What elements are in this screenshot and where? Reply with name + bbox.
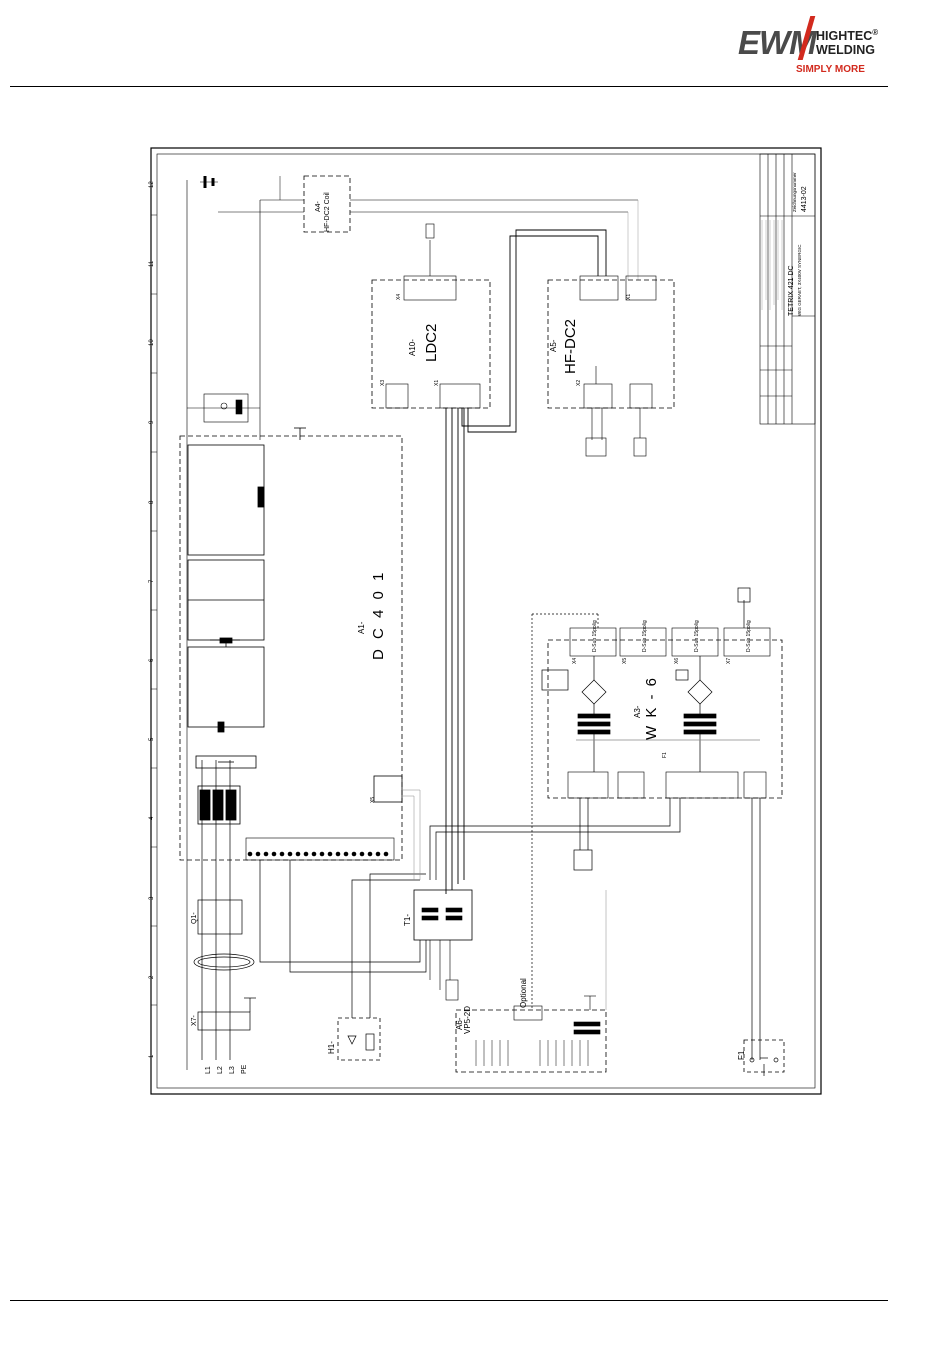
a1-terminal-strip [245,837,395,861]
optional-label: Optional [519,978,528,1008]
a3-x5-label: X5 [622,658,628,664]
a6-box [455,1009,607,1073]
zone-4: 4 [149,816,155,820]
a5-x2-label: X2 [576,380,582,386]
zone-11: 11 [149,260,155,267]
a5-x1-label-top: X1 [626,294,632,300]
a1-ref: A1- [357,621,366,634]
drawing-number: 4413-02 [801,186,808,212]
dsub-x5: D-Sub 15polig [642,620,648,652]
a3-name: W K - 6 [643,676,660,740]
product-variant: WIG GERAET, 3X400V SYNERGIC [797,244,802,316]
ewm-logo: EWM HIGHTEC® WELDING SIMPLY MORE [738,14,888,78]
a4-name: HF-DC2 Coil [324,192,331,232]
mains-wiring [193,760,427,1060]
a1-name: D C 4 0 1 [370,570,387,660]
zone-12: 12 [149,181,155,188]
footer-rule [10,1300,888,1301]
h1-label: H1- [327,1041,336,1054]
a3-terminals [567,771,767,799]
a3-box [547,639,783,799]
a6-ref: A6- [455,1017,464,1030]
a4-box [303,175,351,233]
zone-5: 5 [149,737,155,741]
a1-x5-label: X5 [370,797,376,803]
a10-x1-label: X1 [434,380,440,386]
zone-8: 8 [149,500,155,504]
mains-l1: L1 [205,1066,212,1074]
a6-name: VP5-2D [463,1006,472,1034]
drawing-number-label: Zeichnungsnummer [792,172,797,212]
input-rectifier [195,755,257,825]
product-title: TETRIX 421 DC [788,265,795,316]
a10-ref: A10- [408,339,417,356]
a10-x4-label: X4 [396,294,402,300]
a10-box [371,279,491,409]
dsub-x6: D-Sub 15polig [694,620,700,652]
zone-6: 6 [149,658,155,662]
f1-label: F1 [737,1050,746,1060]
mains-l2: L2 [217,1066,224,1074]
a10-name: LDC2 [423,324,440,362]
zone-numbers: 1 2 3 4 5 6 7 8 9 10 11 12 [149,181,155,1058]
logo-hightec-welding: HIGHTEC® WELDING [816,28,879,58]
a4-ref: A4- [315,200,322,212]
a3-x7-label: X7 [726,658,732,664]
zone-9: 9 [149,420,155,424]
title-block [759,153,816,425]
zone-1: 1 [149,1054,155,1058]
zone-10: 10 [149,339,155,346]
a1-x5-connector [373,775,403,803]
a3-x6-label: X6 [674,658,680,664]
ground-symbol-top [294,427,306,440]
x7-label: X7- [191,1014,198,1026]
h1-box [337,1017,381,1061]
f1-inside-label: F1 [662,752,668,758]
q1-label: Q1- [191,912,198,924]
a3-dsub-connectors [569,627,771,657]
a5-ref: A5- [549,339,558,352]
mains-pe: PE [241,1064,248,1074]
logo-tagline: SIMPLY MORE [796,64,865,75]
t1-box [413,889,473,941]
a5-name: HF-DC2 [562,319,579,374]
dsub-x7: D-Sub 15polig [746,620,752,652]
header-rule [10,86,888,87]
a3-x4-label: X4 [572,658,578,664]
a10-x3-label: X3 [380,380,386,386]
zone-7: 7 [149,579,155,583]
zone-2: 2 [149,975,155,979]
dsub-x4: D-Sub 15polig [592,620,598,652]
t1-label: T1- [403,914,412,926]
zone-3: 3 [149,896,155,900]
mains-l3: L3 [229,1066,236,1074]
a3-ref: A3- [633,705,642,718]
